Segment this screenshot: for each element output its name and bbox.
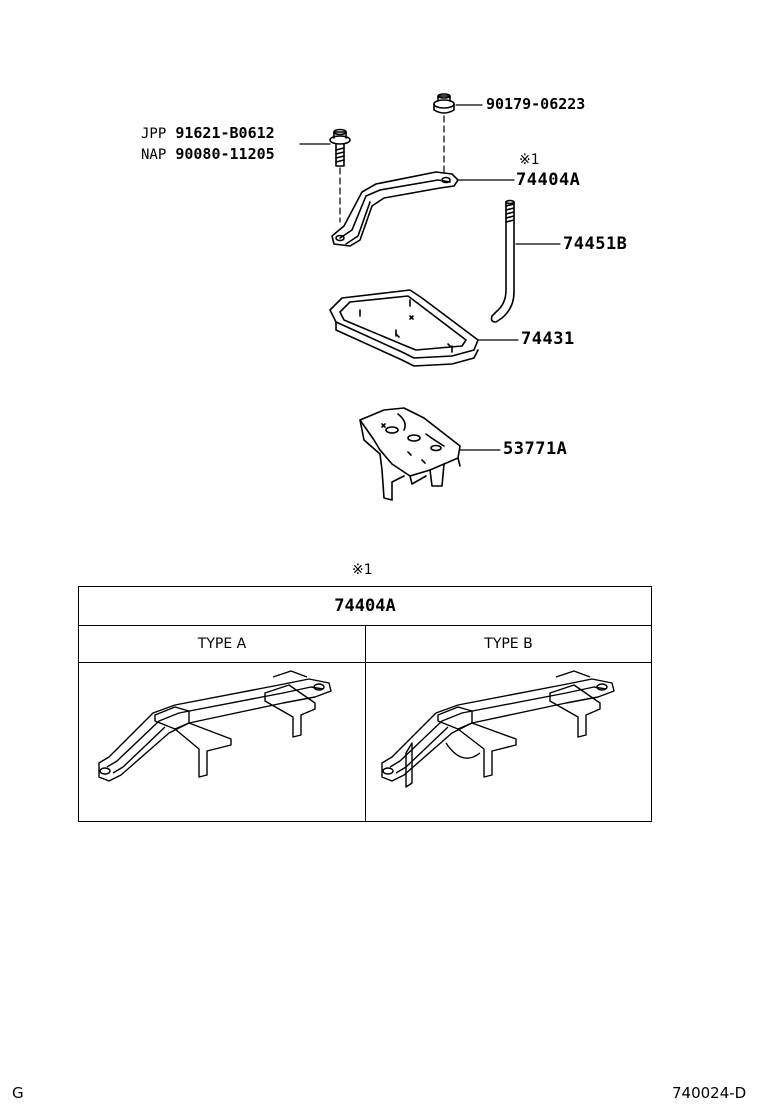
- type-b-illustration-cell: [366, 663, 651, 821]
- bolt-part-jpp: 91621-B0612: [175, 124, 275, 142]
- bolt-part-label-jpp: JPP 91621-B0612: [141, 124, 275, 142]
- rod-part-label: 74451B: [563, 234, 628, 254]
- type-a-illustration-cell: [79, 663, 366, 821]
- bolt-part-nap: 90080-11205: [175, 145, 275, 163]
- battery-bracket-drawing: [359, 407, 461, 501]
- footer-drawing-number: 740024-D: [672, 1084, 747, 1102]
- bracket-part-label: 53771A: [503, 439, 568, 459]
- table-note-mark: ※1: [352, 562, 373, 578]
- bolt-prefix-nap: NAP: [141, 147, 167, 163]
- tray-part-label: 74431: [521, 329, 575, 349]
- type-b-heading: TYPE B: [366, 626, 651, 663]
- bolt-part-label-nap: NAP 90080-11205: [141, 145, 275, 163]
- flange-bolt-drawing: [329, 128, 351, 167]
- bolt-prefix-jpp: JPP: [141, 126, 167, 142]
- variant-table-header: 74404A: [79, 587, 651, 626]
- variant-table: 74404A TYPE A TYPE B: [78, 586, 652, 822]
- exploded-parts-diagram: [299, 93, 561, 501]
- battery-tray-drawing: [329, 289, 479, 367]
- type-b-clamp-drawing: [381, 670, 615, 788]
- footer-left-code: G: [12, 1084, 24, 1102]
- clamp-part-label: 74404A: [516, 170, 581, 190]
- clamp-note-mark: ※1: [519, 152, 540, 168]
- battery-clamp-drawing: [331, 171, 459, 247]
- nut-part-label: 90179-06223: [486, 95, 585, 113]
- type-a-heading: TYPE A: [79, 626, 366, 663]
- nut-part-number: 90179-06223: [486, 95, 586, 113]
- type-a-clamp-drawing: [98, 670, 332, 782]
- flange-nut-drawing: [433, 93, 455, 114]
- battery-hold-rod-drawing: [490, 199, 515, 323]
